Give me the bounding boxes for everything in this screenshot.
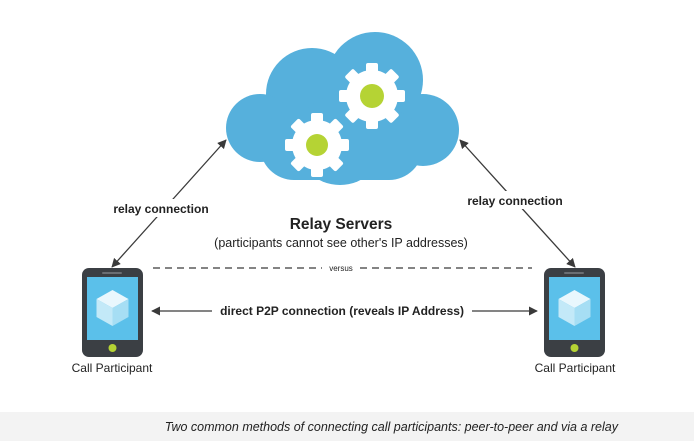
cube-icon	[96, 290, 129, 326]
smartphone-icon	[82, 268, 143, 357]
smartphone-icon	[544, 268, 605, 357]
relay-connection-right-label: relay connection	[467, 194, 562, 208]
direct-p2p-label: direct P2P connection (reveals IP Addres…	[220, 304, 464, 318]
gear-icon	[285, 113, 349, 177]
caption-bar	[0, 412, 694, 441]
cube-icon	[558, 290, 591, 326]
call-participant-right-label: Call Participant	[535, 361, 616, 375]
versus-label: versus	[329, 264, 353, 273]
figure-caption: Two common methods of connecting call pa…	[164, 420, 618, 434]
call-participant-left-label: Call Participant	[72, 361, 153, 375]
relay-servers-title: Relay Servers	[290, 216, 393, 233]
relay-connection-left-label: relay connection	[113, 202, 208, 216]
relay-servers-subtitle: (participants cannot see other's IP addr…	[214, 236, 468, 250]
gear-icon	[339, 63, 405, 129]
